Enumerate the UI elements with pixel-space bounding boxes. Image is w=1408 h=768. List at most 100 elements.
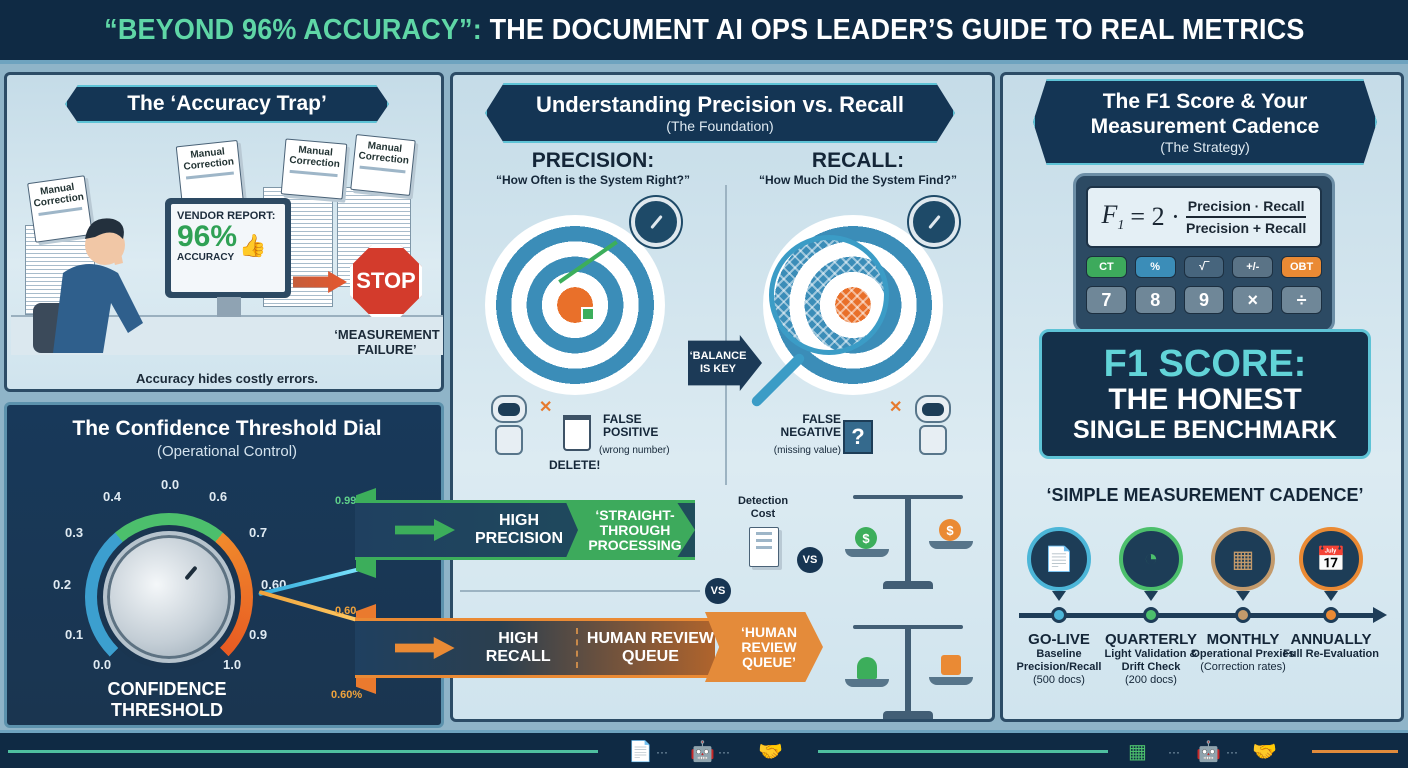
monitor-stand	[217, 297, 241, 317]
precision-recall-divider	[725, 185, 727, 485]
lane-separator	[575, 628, 578, 668]
arrow-right-icon	[395, 519, 455, 541]
lock-icon	[941, 655, 961, 675]
dial-tick-label: 0.0	[93, 657, 112, 672]
robot-icon	[487, 395, 531, 465]
false-positive-marker	[581, 307, 595, 321]
dial-tick-label: 1.0	[223, 657, 242, 672]
calculator-key[interactable]: ÷	[1281, 286, 1322, 314]
calculator-key[interactable]: 8	[1134, 286, 1176, 314]
arrow-up-right-icon	[558, 240, 618, 284]
dollar-coin-icon: $	[855, 527, 877, 549]
flow-label-low: 0.60%	[331, 689, 363, 701]
vs-badge: VS	[797, 547, 823, 573]
false-negative-note: (missing value)	[773, 445, 841, 456]
confidence-dial-panel: The Confidence Threshold Dial (Operation…	[4, 402, 444, 728]
dollar-coin-icon: $	[939, 519, 961, 541]
frustrated-person-icon	[33, 218, 143, 353]
dots: ···	[656, 745, 668, 759]
f1-subtitle: (The Strategy)	[1160, 139, 1250, 155]
recall-heading: RECALL:	[811, 149, 905, 172]
straight-through-tag: ‘STRAIGHT-THROUGH PROCESSING	[565, 500, 695, 560]
vendor-accuracy-value: 96%	[177, 220, 238, 253]
dial-tick-label: 0.9	[249, 627, 268, 642]
f1-formula-display: F1 = 2 · Precision · Recall Precision + …	[1086, 186, 1322, 248]
accuracy-trap-banner: The ‘Accuracy Trap’	[65, 85, 389, 123]
cadence-timeline-dot	[1323, 607, 1339, 623]
monitor: VENDOR REPORT: 96% ACCURACY	[165, 198, 291, 298]
thumbs-up-icon: 👍	[239, 233, 267, 258]
flow-label-mid: 0.60	[335, 605, 357, 617]
page-header: “BEYOND 96% ACCURACY”: THE DOCUMENT AI O…	[0, 0, 1408, 64]
handshake-icon: 🤝	[1252, 741, 1277, 763]
calculator-key[interactable]: 9	[1183, 286, 1225, 314]
vendor-accuracy-label: ACCURACY	[177, 252, 235, 263]
calculator-function-keys: CT% √‾ +/- OBT	[1086, 256, 1322, 278]
manual-correction-doc: Manual Correction	[350, 134, 416, 196]
false-positive-label: FALSE POSITIVE	[603, 412, 659, 439]
threshold-knob[interactable]	[103, 531, 235, 663]
net-icon	[769, 235, 889, 355]
stop-sign-icon: STOP	[350, 245, 422, 317]
cadence-timeline-dot	[1143, 607, 1159, 623]
human-review-tag: ‘HUMAN REVIEW QUEUE’	[705, 612, 823, 682]
high-recall-lane: HIGH RECALL HUMAN REVIEW QUEUE	[355, 618, 715, 678]
footer-line	[8, 750, 598, 753]
calculator-key[interactable]: OBT	[1281, 256, 1322, 278]
precision-heading: PRECISION:	[531, 149, 655, 172]
false-negative-label: FALSE NEGATIVE	[780, 412, 841, 439]
f1-callout: F1 SCORE: THE HONEST SINGLE BENCHMARK	[1039, 329, 1371, 459]
dial-tick-label: 0.6	[209, 489, 228, 504]
calculator-key[interactable]: √‾	[1183, 256, 1225, 278]
calculator-key[interactable]: ×	[1232, 286, 1274, 314]
confidence-dial-subtitle: (Operational Control)	[156, 443, 298, 460]
calculator-key[interactable]: %	[1134, 256, 1176, 278]
robot-icon: 🤖	[690, 741, 715, 763]
f1-panel: The F1 Score & Your Measurement Cadence …	[1000, 72, 1404, 722]
precision-gauge-icon	[631, 197, 681, 247]
formula-numerator: Precision · Recall	[1185, 198, 1307, 218]
false-positive-note: (wrong number)	[599, 445, 670, 456]
calculator-key[interactable]: 7	[1086, 286, 1127, 314]
calculator-key[interactable]: CT	[1086, 256, 1127, 278]
calculator-check-icon: ▦	[1128, 741, 1147, 763]
dial-tick-label: 0.2	[53, 577, 72, 592]
precision-question: “How Often is the System Right?”	[495, 173, 690, 187]
footer-line	[1312, 750, 1398, 753]
calculator-key[interactable]: +/-	[1232, 256, 1274, 278]
detection-cost-label: Detection Cost	[737, 495, 789, 520]
precision-target-icon	[485, 215, 665, 395]
handshake-icon: 🤝	[758, 741, 783, 763]
vs-badge: VS	[705, 578, 731, 604]
formula-fraction: Precision · Recall Precision + Recall	[1185, 198, 1307, 236]
high-recall-label: HIGH RECALL	[485, 630, 551, 665]
cadence-timeline	[1019, 613, 1375, 618]
cadence-pin-icon: 📄	[1027, 527, 1091, 601]
precision-recall-subtitle: (The Foundation)	[666, 118, 774, 134]
knob-pointer	[184, 565, 198, 581]
dial-tick-label: 0.3	[65, 525, 84, 540]
cadence-timeline-dot	[1051, 607, 1067, 623]
dial-tick-label: 0.4	[103, 489, 122, 504]
missing-value-icon: ?	[843, 420, 873, 454]
formula-eq: = 2 ·	[1130, 202, 1180, 231]
cadence-pin-icon: 📅	[1299, 527, 1363, 601]
x-mark-icon: ✕	[889, 399, 903, 416]
dots: ···	[1226, 745, 1238, 759]
title-rest: THE DOCUMENT AI OPS LEADER’S GUIDE TO RE…	[481, 13, 1305, 46]
threshold-dial-ring[interactable]	[85, 513, 253, 681]
formula-denominator: Precision + Recall	[1185, 220, 1307, 236]
f1-callout-line3: SINGLE BENCHMARK	[1073, 416, 1337, 444]
footer-line	[818, 750, 1108, 753]
precision-recall-banner: Understanding Precision vs. Recall (The …	[485, 83, 955, 143]
vendor-report-screen: VENDOR REPORT: 96% ACCURACY	[171, 204, 285, 292]
recall-gauge-icon	[909, 197, 959, 247]
f1-callout-line2: THE HONEST	[1108, 383, 1302, 416]
footer-bar: 📄 ··· 🤖 ··· 🤝 ▦ ··· 🤖 ··· 🤝	[0, 730, 1408, 768]
robot-icon	[911, 395, 955, 465]
document-icon	[749, 527, 779, 567]
vendor-report-label: VENDOR REPORT:	[177, 210, 276, 222]
